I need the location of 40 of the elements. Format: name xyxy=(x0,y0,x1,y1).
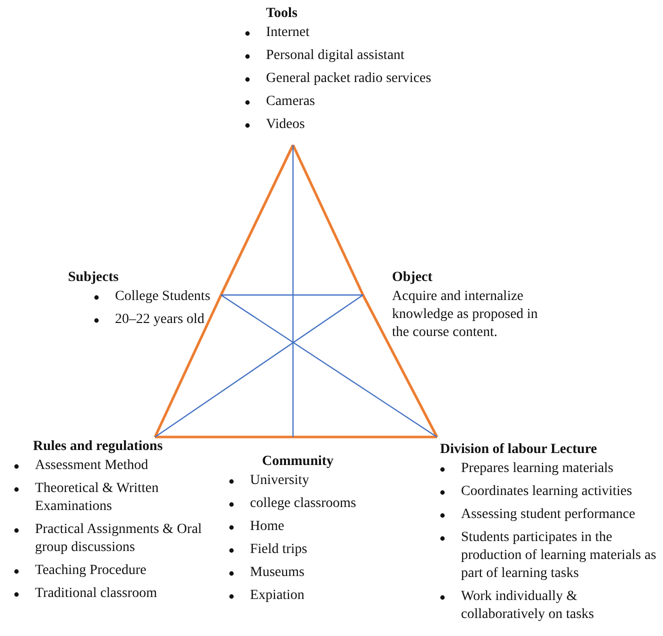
connector-line xyxy=(154,294,222,438)
connector-line xyxy=(220,294,438,438)
heading: Rules and regulations xyxy=(33,438,163,456)
list-item: Teaching Procedure xyxy=(35,562,148,580)
list-item: Work individually & collaboratively on tasks xyxy=(461,588,595,624)
connector-line xyxy=(292,144,364,296)
heading: Tools xyxy=(266,5,298,23)
list-item: College Students xyxy=(115,288,212,306)
list-item: Assessing student performance xyxy=(461,506,636,524)
list-item: General packet radio services xyxy=(266,70,432,88)
list-item: University xyxy=(250,472,310,490)
list-item: Videos xyxy=(266,116,306,134)
list-item: Cameras xyxy=(266,93,316,111)
list-item: Students participates in the production of learning materials as part of learning tasks xyxy=(461,529,658,583)
list-item: Expiation xyxy=(250,587,306,605)
list-item: Home xyxy=(250,518,286,536)
connector-line xyxy=(221,294,363,296)
list-item: 20–22 years old xyxy=(115,311,206,329)
connector-line xyxy=(220,144,294,296)
list-item: Assessment Method xyxy=(35,457,150,475)
list-item: Field trips xyxy=(250,541,308,559)
heading: Division of labour Lecture xyxy=(440,441,597,459)
description-text: Acquire and internalize knowledge as proposed in the course content. xyxy=(392,288,539,342)
connector-line xyxy=(362,294,438,438)
heading: Community xyxy=(262,453,334,471)
list-item: Internet xyxy=(266,24,311,42)
list-item: Practical Assignments & Oral group discussions xyxy=(35,521,203,557)
connector-line xyxy=(154,294,364,438)
list-item: Prepares learning materials xyxy=(461,460,614,478)
heading: Subjects xyxy=(68,269,119,287)
list-item: Theoretical & Written Examinations xyxy=(35,480,160,516)
list-item: Personal digital assistant xyxy=(266,47,406,65)
connector-line xyxy=(155,436,293,438)
list-item: Traditional classroom xyxy=(35,585,158,603)
list-item: Museums xyxy=(250,564,306,582)
heading: Object xyxy=(392,269,432,287)
list-item: Coordinates learning activities xyxy=(461,483,634,501)
connector-line xyxy=(292,145,294,437)
list-item: college classrooms xyxy=(250,495,358,513)
connector-line xyxy=(293,436,437,438)
